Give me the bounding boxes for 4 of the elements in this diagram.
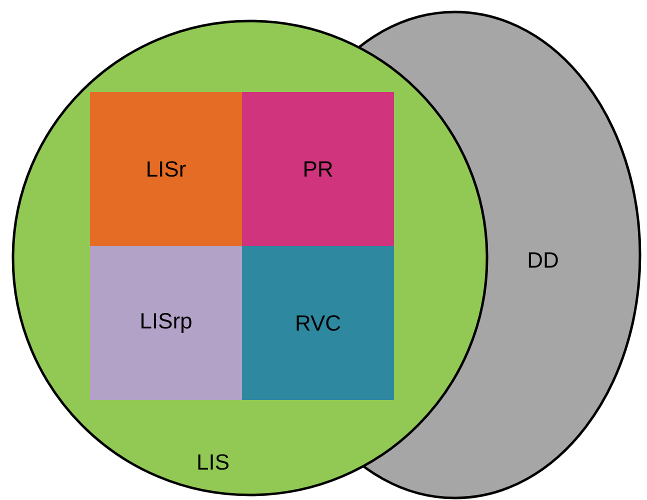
square: PR [242,92,394,246]
square: LISr [90,92,242,246]
square: LISrp [90,246,242,400]
square: RVC [242,246,394,400]
